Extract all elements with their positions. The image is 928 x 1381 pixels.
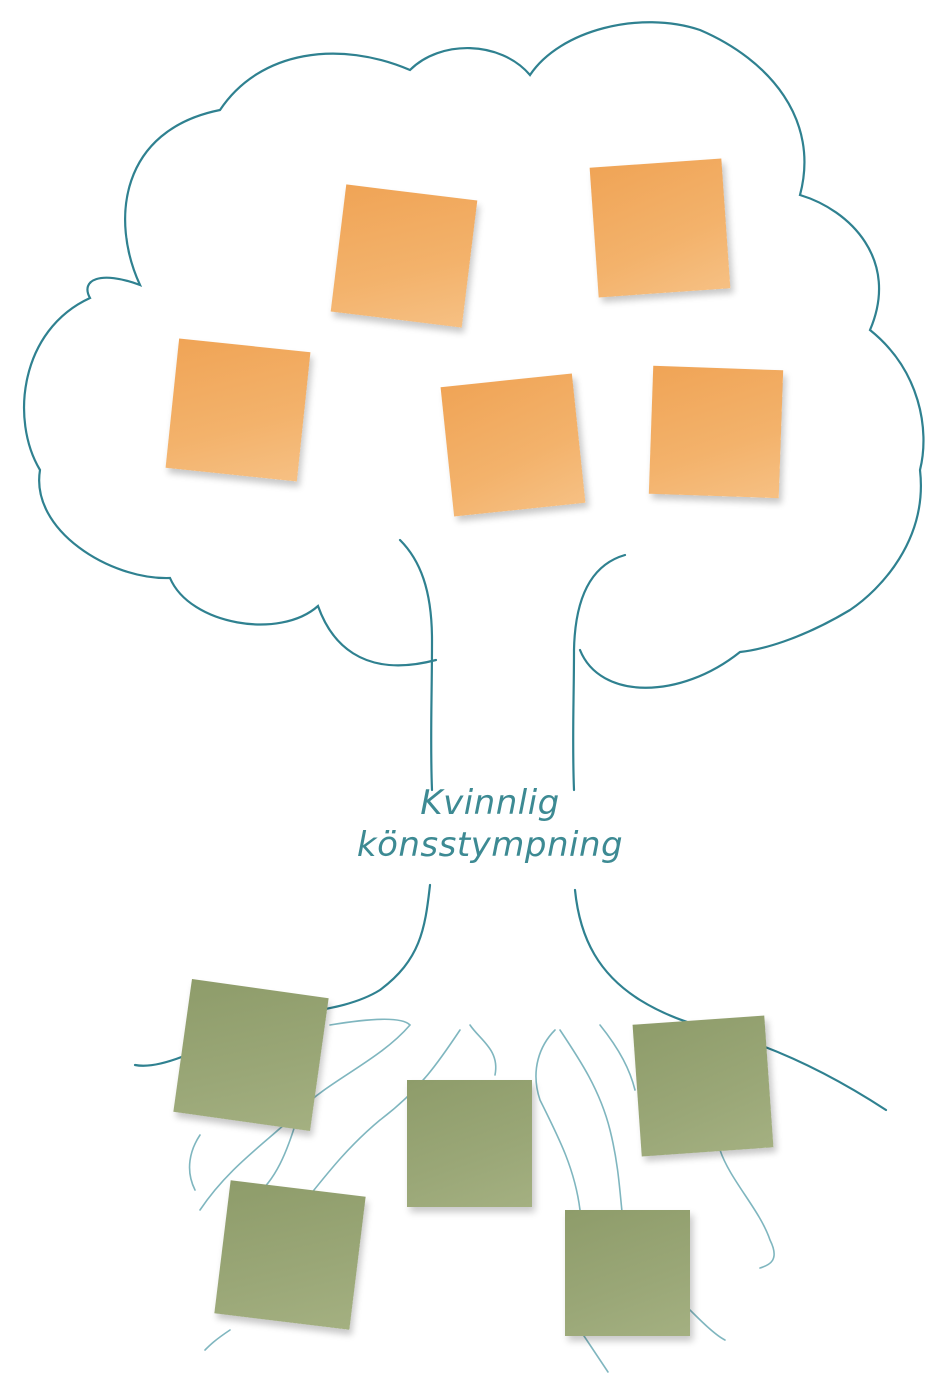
root-sticky-note[interactable] [565, 1210, 690, 1336]
root-sticky-note[interactable] [214, 1180, 365, 1330]
tree-crown-outline [24, 22, 923, 688]
root-sticky-note[interactable] [173, 979, 328, 1131]
leaf-sticky-note[interactable] [590, 159, 731, 298]
leaf-sticky-note[interactable] [331, 184, 478, 327]
trunk-right-line [573, 555, 625, 790]
root-sticky-note[interactable] [407, 1080, 532, 1207]
title-line-2: könsstympning [330, 824, 650, 866]
leaf-sticky-note[interactable] [166, 338, 311, 481]
leaf-sticky-note[interactable] [441, 373, 586, 516]
root-sticky-note[interactable] [633, 1016, 774, 1157]
leaf-sticky-note[interactable] [649, 366, 783, 498]
title-line-1: Kvinnlig [330, 782, 650, 824]
tree-trunk-label: Kvinnlig könsstympning [330, 782, 650, 866]
